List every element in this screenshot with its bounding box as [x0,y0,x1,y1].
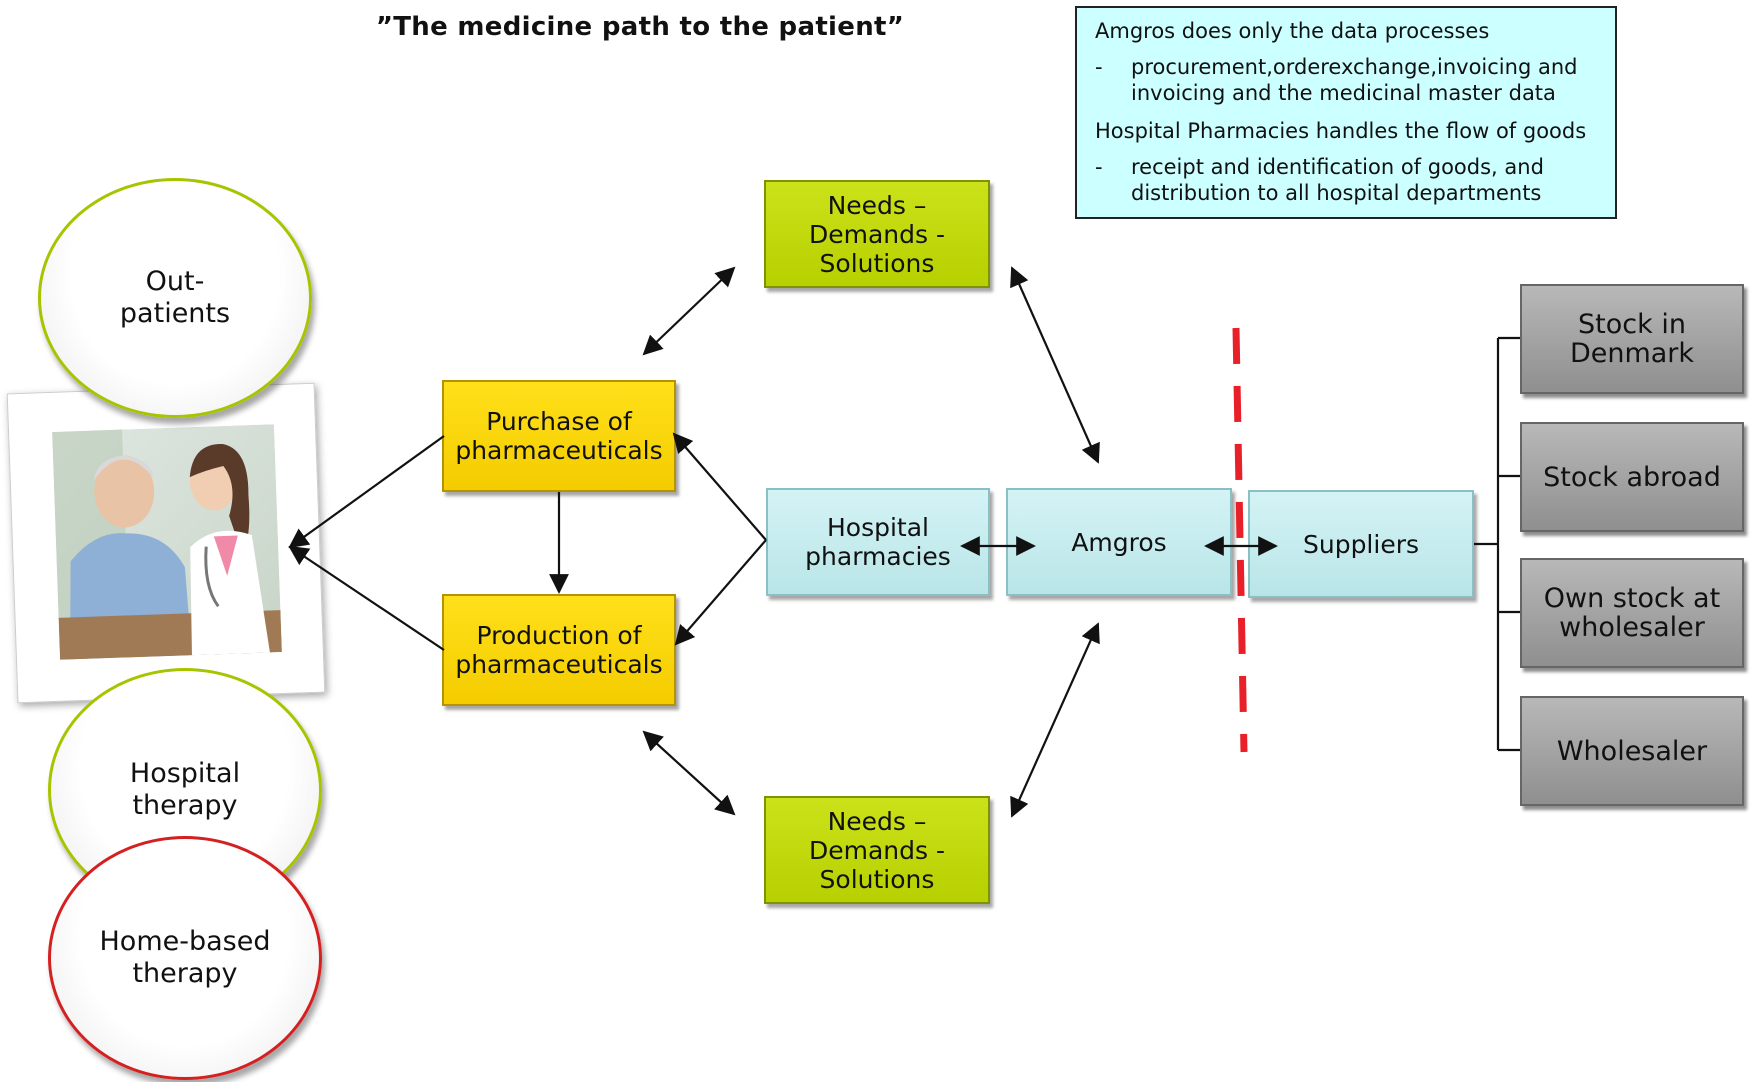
diagram-title: ”The medicine path to the patient” [375,12,905,42]
purchase-box: Purchase of pharmaceuticals [442,380,676,492]
info-para-pharmacies: Hospital Pharmacies handles the flow of … [1095,119,1587,143]
needs-top-box: Needs – Demands - Solutions [764,180,990,288]
wholesaler-box: Wholesaler [1520,696,1744,806]
arrow-needs-bottom-amgros [1010,622,1100,818]
info-para-amgros: Amgros does only the data processes [1095,19,1490,43]
suppliers-box: Suppliers [1248,490,1474,598]
patient-doctor-photo [52,424,282,660]
own-stock-wholesaler-box: Own stock at wholesaler [1520,558,1744,668]
arrow-production-to-patients [288,545,445,651]
info-bullet-data: - procurement,orderexchange,invoicing an… [1095,54,1597,106]
info-bullet-data-text: procurement,orderexchange,invoicing and … [1131,55,1578,105]
info-bullet-goods: - receipt and identification of goods, a… [1095,154,1597,206]
hospital-pharmacies-box: Hospital pharmacies [766,488,990,596]
arrow-purchase-to-patients [288,435,445,549]
red-dashed-divider [1232,327,1248,753]
info-box: Amgros does only the data processes - pr… [1075,6,1617,219]
bullet-dash: - [1095,155,1103,179]
arrow-needs-top-amgros [1010,266,1100,464]
stock-abroad-box: Stock abroad [1520,422,1744,532]
home-therapy-ellipse: Home-based therapy [48,836,322,1080]
production-box: Production of pharmaceuticals [442,594,676,706]
arrow-needs-top-purchase [642,266,736,356]
info-bullet-goods-text: receipt and identification of goods, and… [1131,155,1544,205]
outpatients-ellipse: Out- patients [38,178,312,418]
stock-denmark-box: Stock in Denmark [1520,284,1744,394]
arrow-pharmacies-to-purchase [672,432,767,541]
arrow-pharmacies-to-production [674,539,767,646]
bullet-dash: - [1095,55,1103,79]
arrow-needs-bottom-production [642,730,736,816]
needs-bottom-box: Needs – Demands - Solutions [764,796,990,904]
